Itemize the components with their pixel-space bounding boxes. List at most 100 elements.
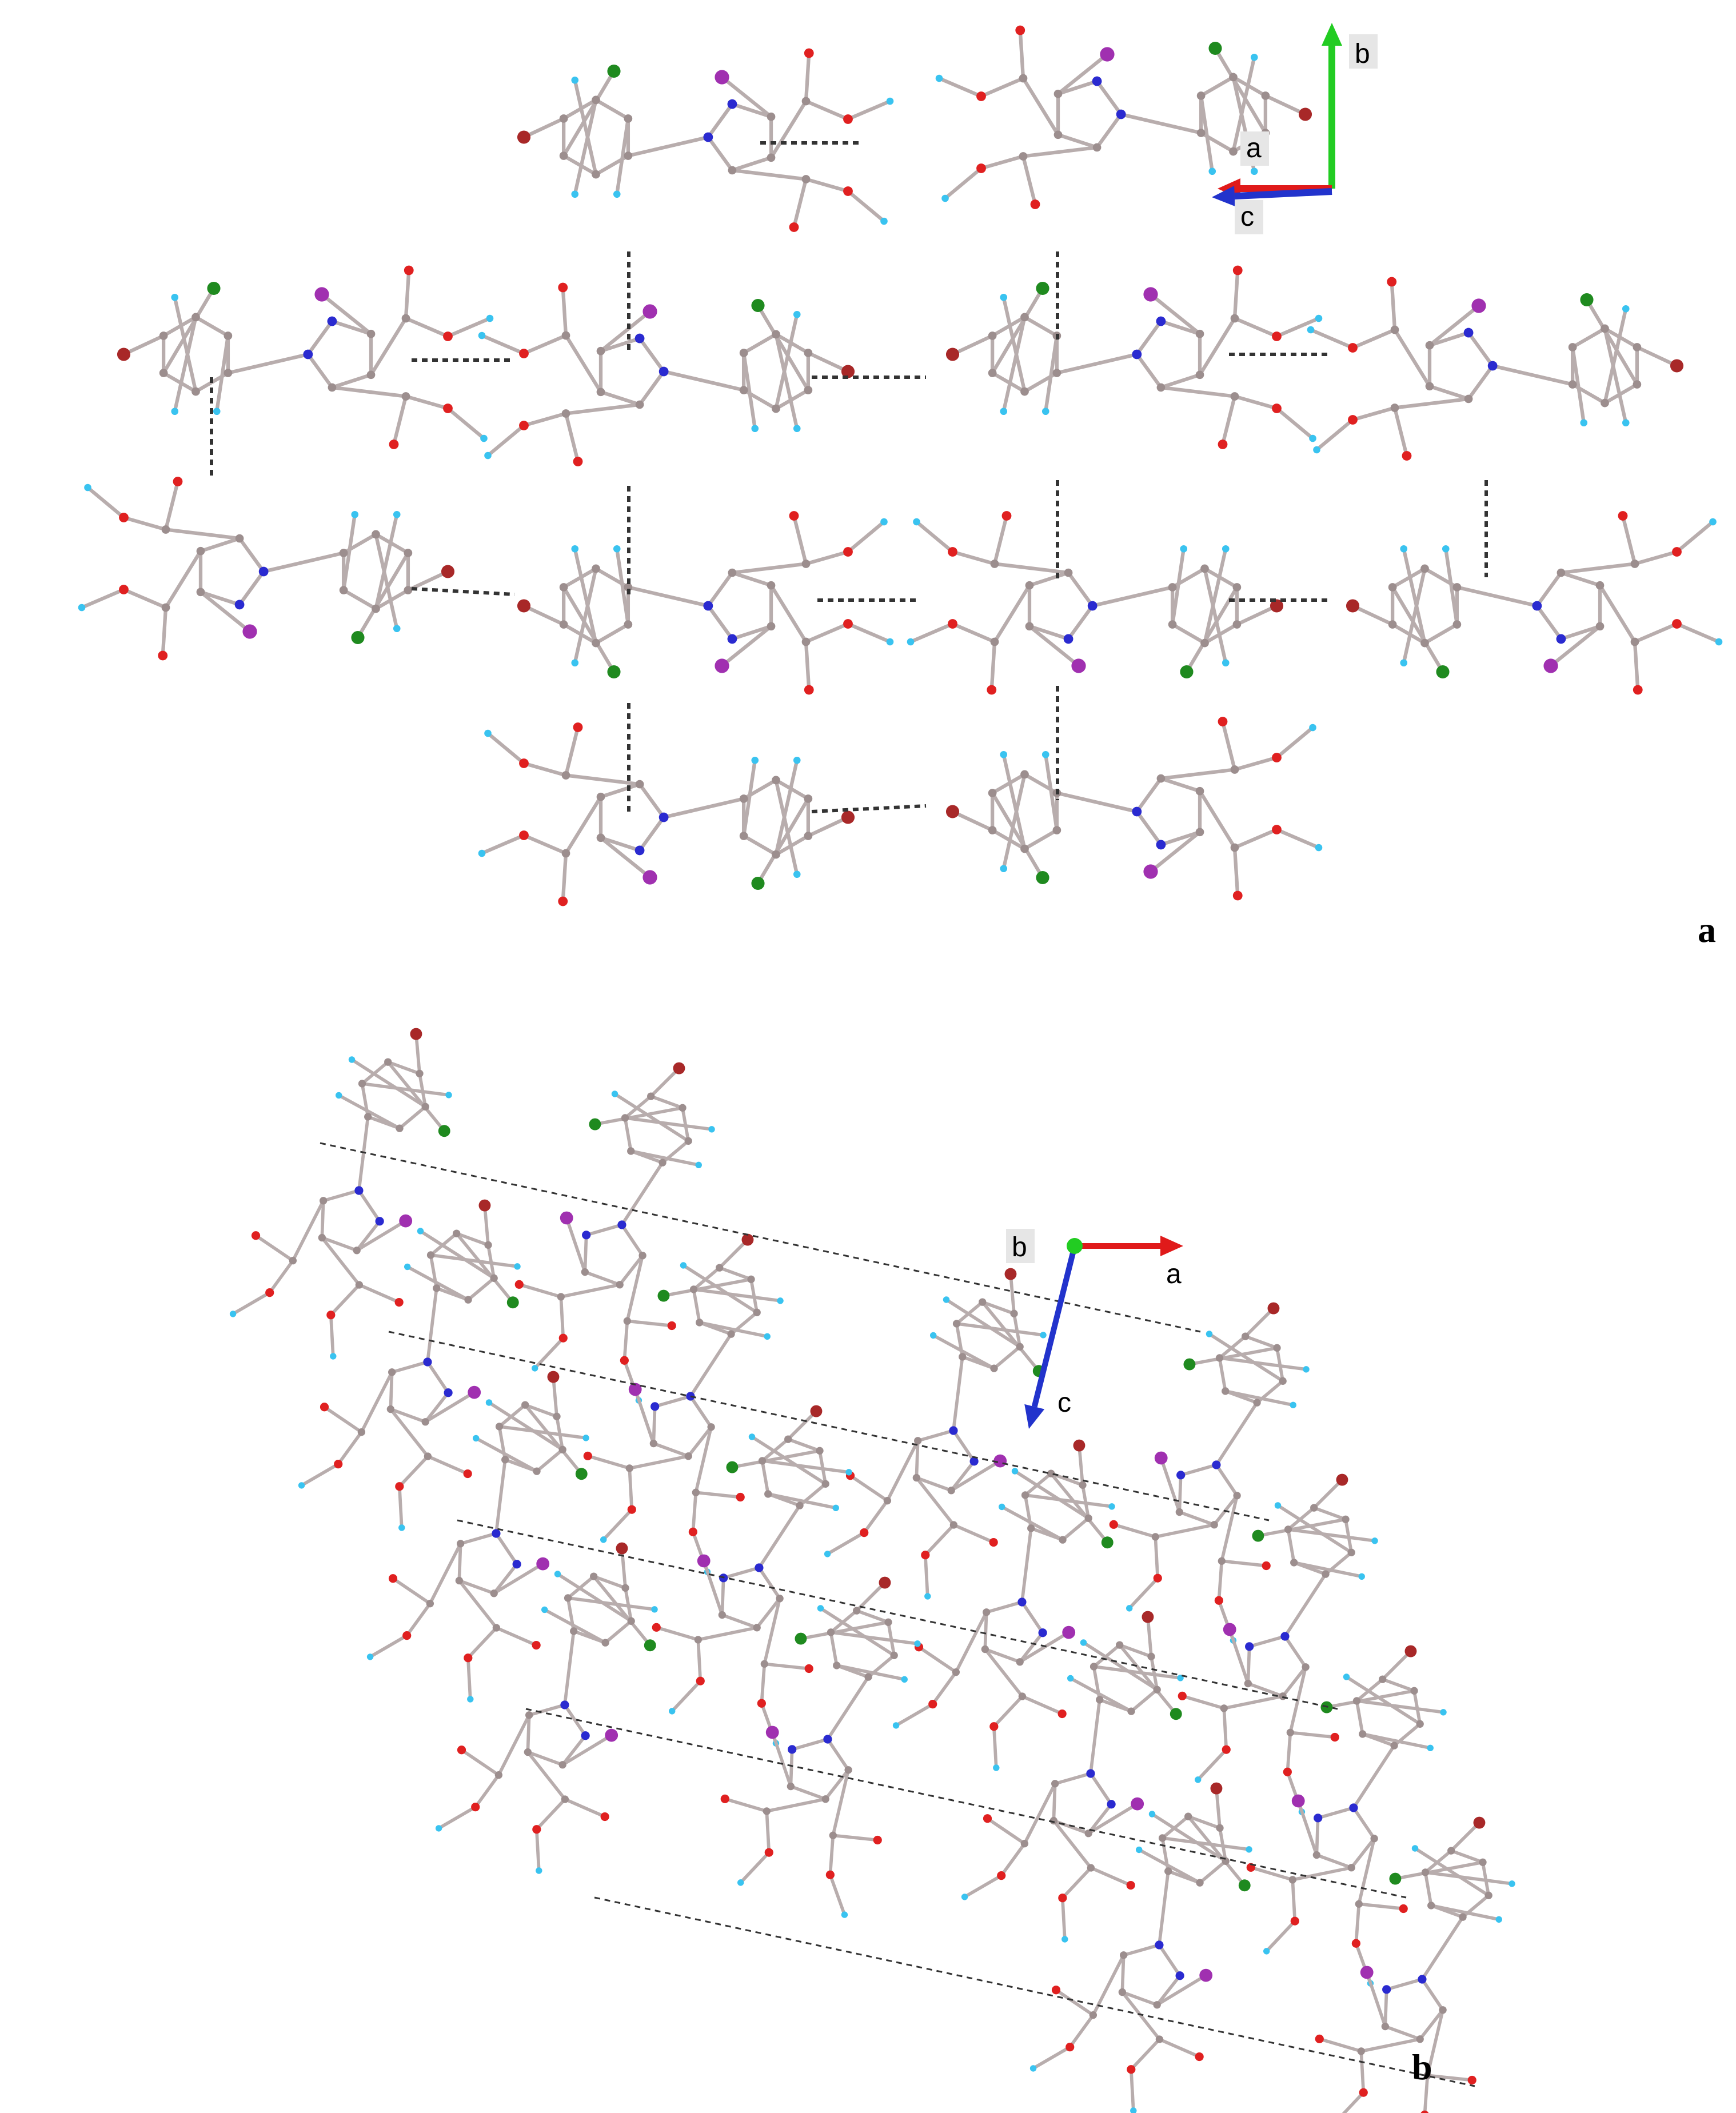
hydrogen-atom xyxy=(1309,434,1316,442)
bond xyxy=(1135,809,1163,847)
bond xyxy=(908,622,955,644)
carbon-atom xyxy=(559,620,568,629)
bond xyxy=(720,75,773,119)
carbon-atom xyxy=(772,850,780,859)
axis-c-arrow xyxy=(1212,186,1332,207)
bond xyxy=(1060,1896,1067,1941)
nitrogen-atom xyxy=(1092,76,1102,86)
bond xyxy=(652,1441,691,1458)
hydrogen-atom xyxy=(1000,750,1008,758)
carbon-atom xyxy=(689,1285,698,1293)
chlorine-atom xyxy=(1101,1536,1114,1549)
hydrogen-atom xyxy=(941,194,949,202)
bond xyxy=(804,640,811,692)
oxygen-atom xyxy=(696,1676,705,1685)
bond xyxy=(829,1631,839,1667)
bond xyxy=(990,791,1045,880)
hydrogen-atom xyxy=(467,1696,474,1703)
carbon-atom xyxy=(1355,1900,1363,1908)
oxygen-atom xyxy=(1030,199,1040,209)
bond xyxy=(620,1223,644,1257)
carbon-atom xyxy=(559,583,568,592)
oxygen-atom xyxy=(394,1297,404,1307)
bond xyxy=(628,1454,691,1470)
bond xyxy=(1170,622,1207,645)
bond xyxy=(923,1553,929,1598)
bond xyxy=(804,550,850,566)
carbon-atom xyxy=(1089,2011,1098,2019)
bond xyxy=(980,1300,1041,1373)
carbon-atom xyxy=(521,1401,529,1409)
bond xyxy=(1089,1698,1102,1775)
nitrogen-atom xyxy=(258,566,269,577)
carbon-atom xyxy=(564,1594,572,1602)
bond xyxy=(1263,94,1307,117)
oxygen-atom xyxy=(320,1403,329,1412)
bond xyxy=(637,782,666,820)
bond xyxy=(694,1425,713,1495)
bond xyxy=(341,588,378,611)
bond xyxy=(1052,1819,1093,1870)
halogen-bond-contact xyxy=(457,1519,1338,1710)
bromine-atom xyxy=(547,1371,560,1383)
carbon-atom xyxy=(1025,581,1034,590)
oxygen-atom xyxy=(1178,1691,1187,1700)
bond xyxy=(1380,1677,1416,1693)
bond xyxy=(429,1253,519,1268)
bond xyxy=(480,833,526,856)
axis-label: c xyxy=(1240,202,1254,232)
carbon-atom xyxy=(1630,637,1639,646)
bond xyxy=(1318,2037,1363,2053)
bond xyxy=(598,309,652,353)
bond xyxy=(730,155,773,173)
bond xyxy=(1060,1866,1093,1900)
bromine-atom xyxy=(441,565,455,578)
iodine-atom xyxy=(1062,1625,1076,1639)
bond xyxy=(1031,2045,1072,2070)
carbon-atom xyxy=(1020,1840,1029,1848)
bond xyxy=(1155,1974,1208,2007)
molecule xyxy=(78,477,455,661)
hydrogen-atom xyxy=(880,518,888,526)
bond xyxy=(1420,1978,1444,2012)
carbon-atom xyxy=(364,1113,372,1121)
carbon-atom xyxy=(1388,583,1397,592)
carbon-atom xyxy=(1233,1492,1241,1500)
hydrogen-atom xyxy=(571,659,579,667)
carbon-atom xyxy=(401,314,410,323)
hydrogen-atom xyxy=(793,310,801,318)
carbon-atom xyxy=(557,1293,565,1301)
bond xyxy=(542,1608,607,1645)
carbon-atom xyxy=(692,1488,700,1496)
carbon-atom xyxy=(1286,1728,1294,1736)
bond xyxy=(360,1082,450,1097)
hydrogen-atom xyxy=(1709,518,1717,526)
oxygen-atom xyxy=(158,650,168,661)
nitrogen-atom xyxy=(969,1457,979,1466)
bond xyxy=(1013,1469,1091,1520)
bond xyxy=(527,1703,566,1717)
iodine-atom xyxy=(1100,47,1115,62)
bond xyxy=(330,385,408,398)
oxygen-atom xyxy=(1402,451,1412,461)
oxygen-atom xyxy=(519,830,529,840)
bond xyxy=(163,480,180,532)
nitrogen-atom xyxy=(659,812,669,822)
axis-label: b xyxy=(1012,1232,1027,1263)
bond xyxy=(161,605,168,658)
bond xyxy=(1559,570,1602,588)
bond xyxy=(563,1629,576,1707)
bond xyxy=(573,566,598,665)
hydrogen-atom xyxy=(478,331,486,339)
bond xyxy=(1021,145,1099,158)
oxygen-atom xyxy=(1272,825,1282,834)
bond xyxy=(1286,1528,1296,1564)
bond xyxy=(322,1405,364,1434)
carbon-atom xyxy=(561,409,570,418)
nitrogen-atom xyxy=(1086,1769,1095,1778)
bond xyxy=(1159,319,1202,336)
nitrogen-atom xyxy=(1116,109,1126,119)
oxygen-atom xyxy=(1348,415,1358,425)
bond xyxy=(1232,394,1279,410)
bond xyxy=(457,1579,498,1629)
